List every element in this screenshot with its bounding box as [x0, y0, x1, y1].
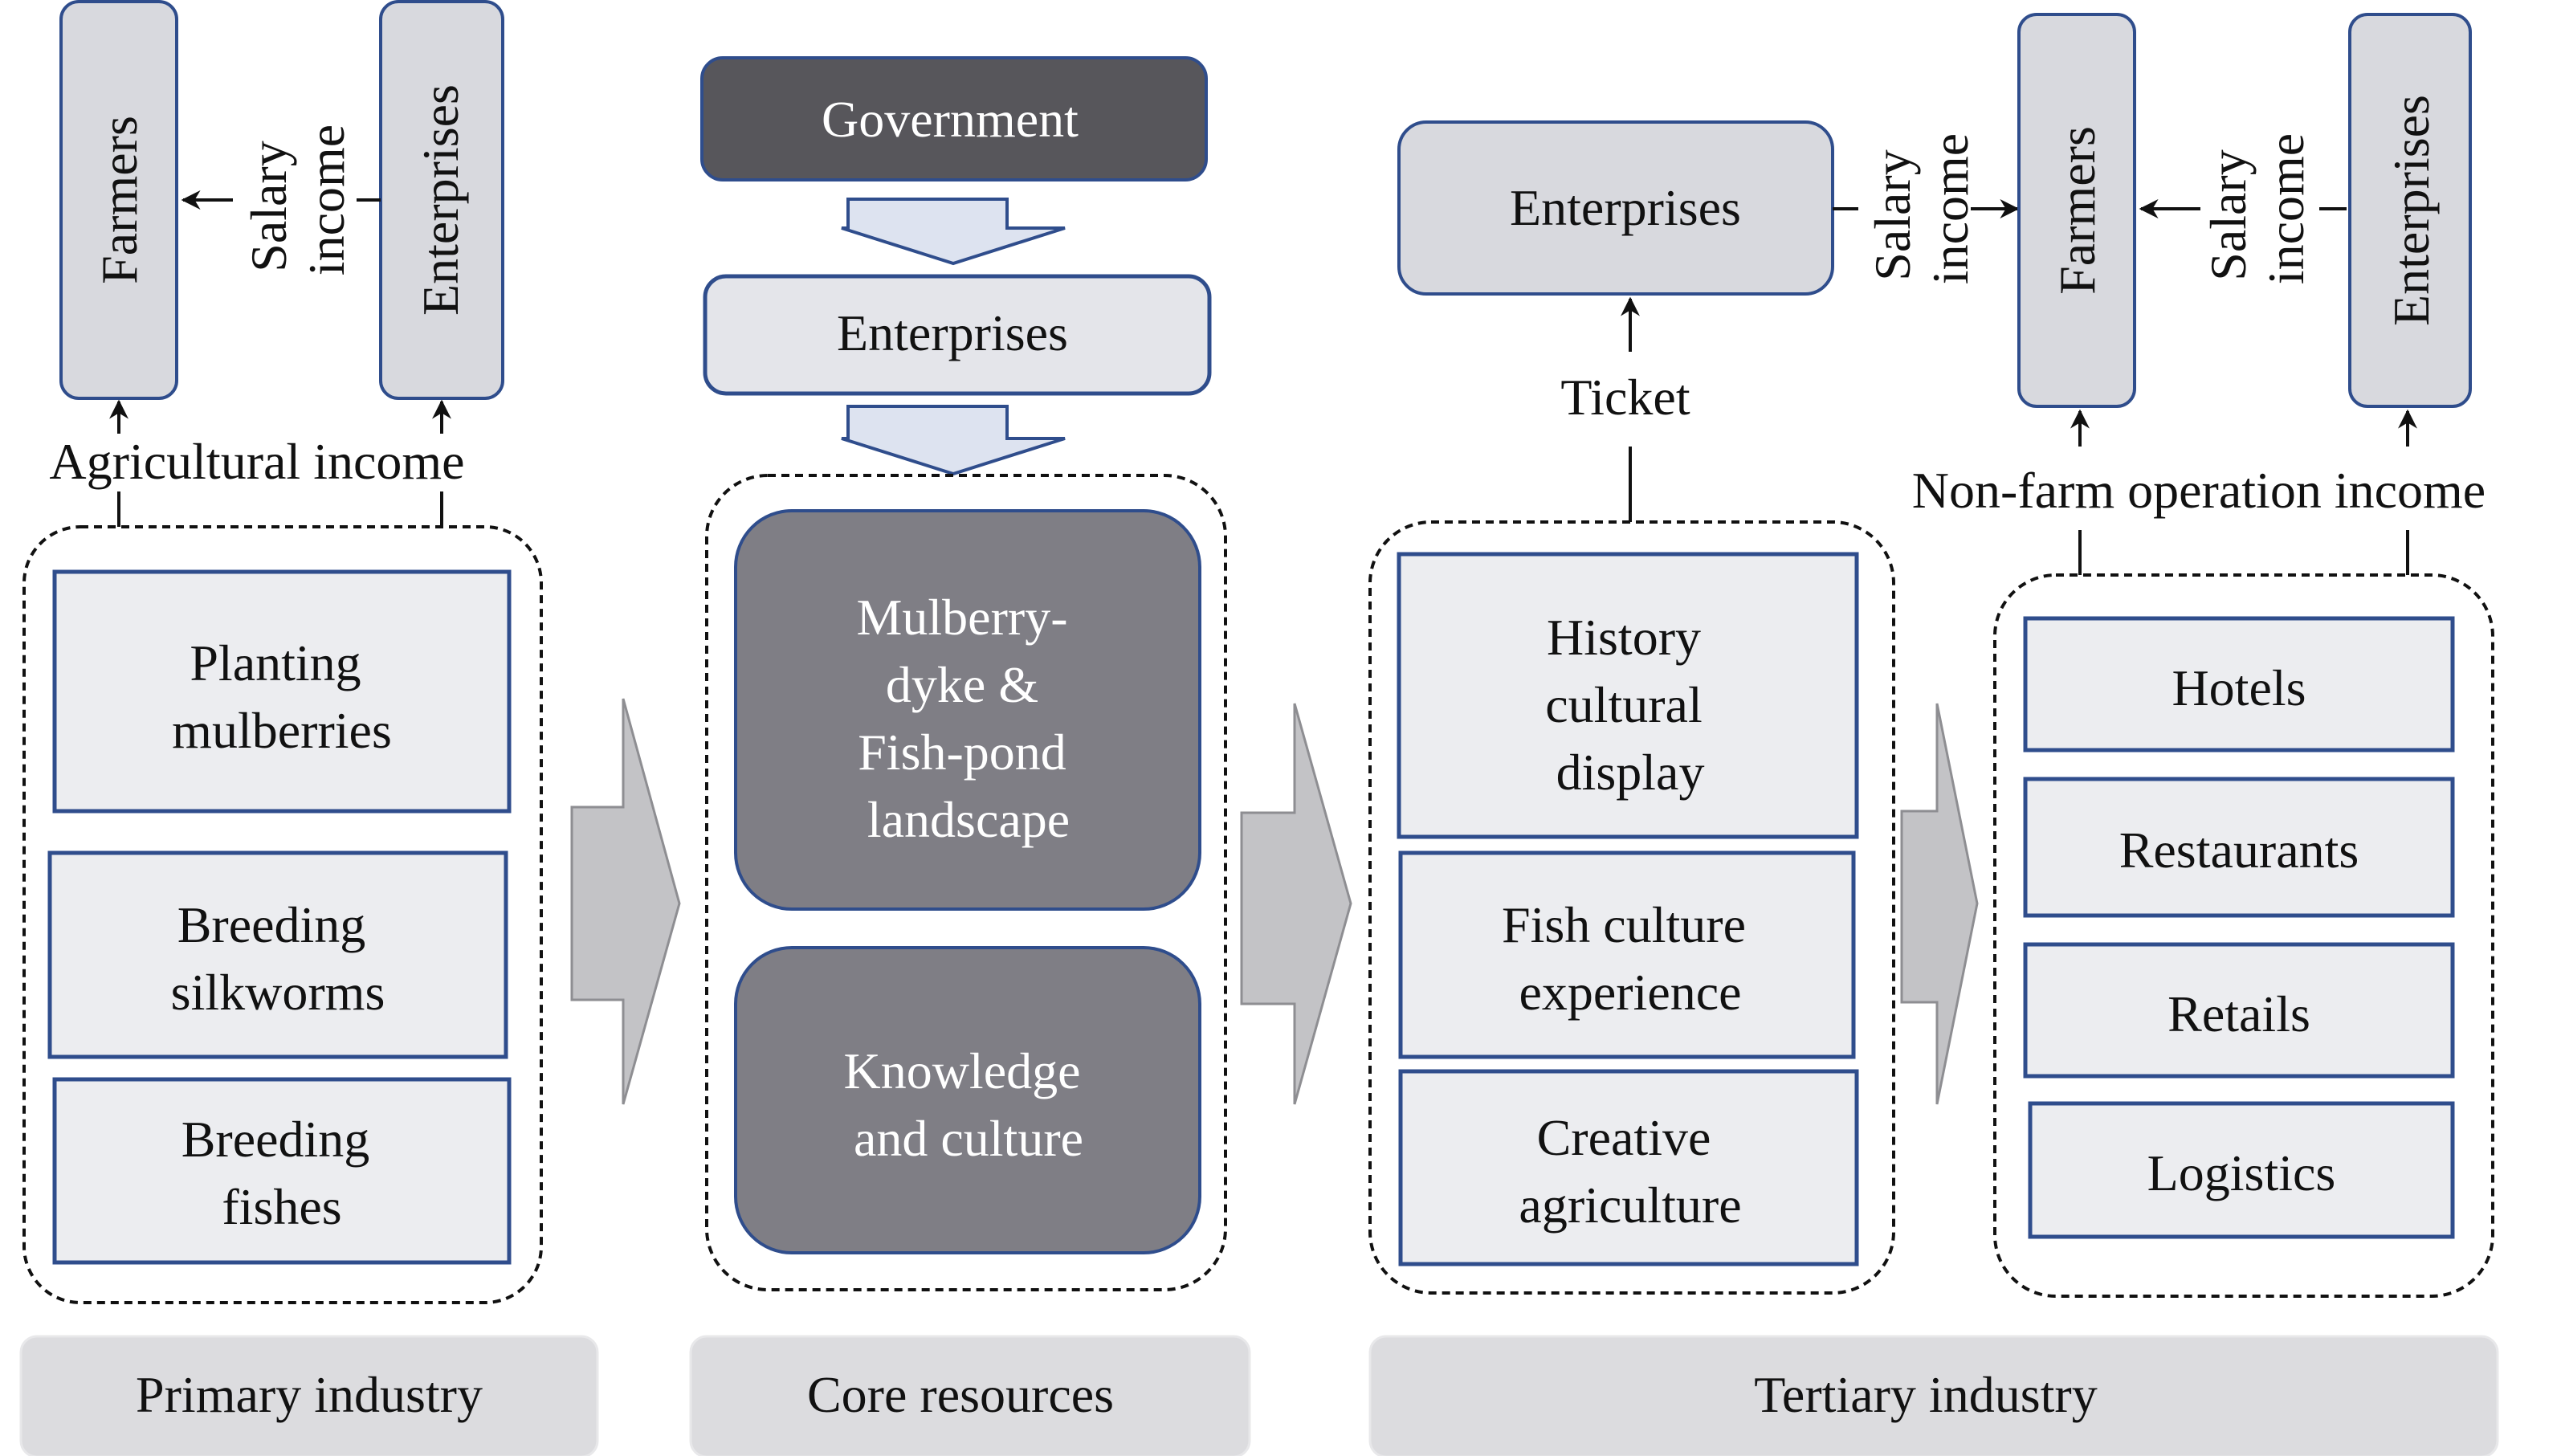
- core-enterprises-box: Enterprises: [703, 274, 1212, 396]
- footer-primary-label: Primary industry: [136, 1366, 483, 1423]
- activity-creative-label: Creative agriculture: [1519, 1109, 1741, 1234]
- footer-core-label: Core resources: [807, 1366, 1114, 1423]
- tertiary-enterprises-right-box: Enterprises: [2348, 13, 2472, 408]
- activity-planting-mulberries: Planting mulberries: [52, 569, 512, 814]
- activity-creative-agriculture: Creative agriculture: [1398, 1069, 1859, 1266]
- activity-history-label: History cultural display: [1545, 609, 1715, 801]
- service-logistics-label: Logistics: [2147, 1144, 2336, 1201]
- primary-activities-group: [22, 525, 543, 1304]
- primary-farmers-box: Farmers: [59, 0, 178, 400]
- core-enterprises-label: Enterprises: [837, 304, 1068, 361]
- tertiary-enterprises-right-label: Enterprises: [2383, 95, 2440, 326]
- resource-knowledge-culture: Knowledge and culture: [734, 946, 1201, 1254]
- activity-fishes-label: Breeding fishes: [181, 1111, 383, 1235]
- service-hotels-label: Hotels: [2172, 659, 2306, 716]
- tertiary-activities-group: [1368, 520, 1895, 1295]
- footer-tertiary-industry: Tertiary industry: [1368, 1335, 2499, 1456]
- activity-fish-culture-experience: Fish culture experience: [1398, 850, 1856, 1059]
- non-farm-income-label: Non-farm operation income: [1912, 462, 2486, 519]
- service-logistics: Logistics: [2028, 1101, 2455, 1239]
- resource-knowledge-label: Knowledge and culture: [843, 1042, 1093, 1167]
- service-restaurants-label: Restaurants: [2119, 822, 2359, 879]
- ticket-label: Ticket: [1560, 369, 1690, 426]
- footer-tertiary-label: Tertiary industry: [1754, 1366, 2097, 1423]
- activity-breeding-fishes: Breeding fishes: [52, 1077, 512, 1265]
- activity-breeding-silkworms: Breeding silkworms: [47, 850, 508, 1059]
- primary-salary-label: Salary income: [240, 124, 355, 275]
- service-retails-label: Retails: [2167, 985, 2310, 1042]
- activity-history-cultural-display: History cultural display: [1397, 552, 1859, 839]
- down-arrow-enterprises-resources: [841, 405, 1066, 476]
- tertiary-enterprises-label: Enterprises: [1510, 179, 1741, 236]
- tertiary-enterprises-box: Enterprises: [1397, 120, 1834, 296]
- service-hotels: Hotels: [2023, 616, 2455, 752]
- flow-arrow-primary-to-core: [570, 698, 681, 1105]
- service-restaurants: Restaurants: [2023, 777, 2455, 918]
- services-group: [1993, 573, 2494, 1298]
- tertiary-farmers-box: Farmers: [2017, 13, 2136, 408]
- agricultural-income-label: Agricultural income: [49, 433, 464, 490]
- footer-primary-industry: Primary industry: [19, 1335, 599, 1456]
- footer-core-resources: Core resources: [689, 1335, 1251, 1456]
- resource-landscape-label: Mulberry- dyke & Fish-pond landscape: [856, 589, 1080, 848]
- tertiary-salary-left-label: Salary income: [1864, 133, 1979, 284]
- down-arrow-government-enterprises: [841, 198, 1066, 266]
- flow-arrow-activities-to-services: [1900, 703, 1979, 1105]
- primary-enterprises-box: Enterprises: [379, 0, 504, 400]
- flow-arrow-core-to-tertiary: [1240, 703, 1352, 1105]
- tertiary-salary-right-label: Salary income: [2200, 133, 2314, 284]
- core-resources-group: [705, 474, 1227, 1291]
- activity-silkworms-label: Breeding silkworms: [171, 896, 385, 1021]
- resource-mulberry-dyke-landscape: Mulberry- dyke & Fish-pond landscape: [734, 509, 1201, 911]
- primary-farmers-label: Farmers: [91, 116, 148, 284]
- activity-planting-label: Planting mulberries: [172, 634, 392, 759]
- activity-fish-culture-label: Fish culture experience: [1502, 896, 1759, 1021]
- government-box: Government: [700, 56, 1208, 181]
- government-label: Government: [822, 91, 1079, 148]
- service-retails: Retails: [2023, 942, 2455, 1079]
- tertiary-farmers-label: Farmers: [2049, 126, 2106, 295]
- primary-enterprises-label: Enterprises: [412, 84, 469, 316]
